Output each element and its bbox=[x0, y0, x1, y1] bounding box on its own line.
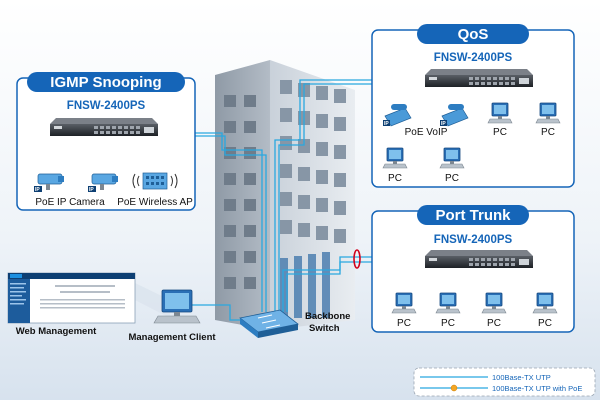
building-window bbox=[316, 226, 328, 240]
building-window bbox=[298, 195, 310, 209]
panel-qos: QoS FNSW-2400PS PoE VoIP PC PC PC PC bbox=[371, 24, 575, 188]
building-window bbox=[244, 121, 256, 133]
device-label: PC bbox=[538, 318, 552, 329]
building-window bbox=[280, 164, 292, 178]
switch-model: FNSW-2400PS bbox=[434, 52, 513, 64]
management-client-label: Management Client bbox=[128, 332, 216, 343]
panel-header bbox=[417, 205, 529, 225]
device-label: PC bbox=[487, 318, 501, 329]
building-window bbox=[244, 199, 256, 211]
building-window bbox=[244, 251, 256, 263]
network-switch-icon bbox=[425, 69, 533, 87]
building-window bbox=[334, 89, 346, 103]
web-management-label: Web Management bbox=[16, 326, 97, 337]
device-label: PC bbox=[441, 318, 455, 329]
network-switch-icon bbox=[50, 118, 158, 136]
building-window bbox=[224, 277, 236, 289]
building-window bbox=[280, 136, 292, 150]
building-window bbox=[334, 145, 346, 159]
building-window bbox=[224, 199, 236, 211]
legend-poe-dot bbox=[450, 384, 458, 392]
device-label: PC bbox=[397, 318, 411, 329]
building-window bbox=[334, 117, 346, 131]
panel-port-trunk: Port Trunk FNSW-2400PS PC PC PC PC bbox=[371, 205, 575, 333]
device-label: PC bbox=[493, 127, 507, 138]
device-label: PC bbox=[445, 173, 459, 184]
building-window bbox=[224, 95, 236, 107]
pc-icon bbox=[435, 292, 461, 314]
building-window bbox=[316, 142, 328, 156]
building-window bbox=[298, 223, 310, 237]
panel-title: IGMP Snooping bbox=[50, 74, 161, 91]
panel-title: QoS bbox=[458, 26, 489, 43]
building-window bbox=[224, 173, 236, 185]
building-window bbox=[280, 220, 292, 234]
legend: 100Base-TX UTP 100Base-TX UTP with PoE bbox=[413, 367, 596, 397]
building-window bbox=[280, 108, 292, 122]
switch-model: FNSW-2400PS bbox=[434, 234, 513, 246]
building-window bbox=[298, 167, 310, 181]
web-management-screen bbox=[7, 272, 170, 324]
panel-header bbox=[27, 72, 185, 92]
building-icon bbox=[215, 60, 355, 330]
pc-icon bbox=[382, 147, 408, 169]
backbone-switch-label: Switch bbox=[309, 323, 340, 334]
pc-icon bbox=[481, 292, 507, 314]
device-label: PoE IP Camera bbox=[35, 197, 105, 208]
trunk-ring-icon bbox=[353, 249, 361, 269]
building-window bbox=[334, 173, 346, 187]
building-window bbox=[280, 192, 292, 206]
panel-title: Port Trunk bbox=[435, 207, 511, 224]
pc-icon bbox=[439, 147, 465, 169]
building-window bbox=[298, 139, 310, 153]
building-window bbox=[244, 147, 256, 159]
switch-model: FNSW-2400PS bbox=[67, 100, 146, 112]
building-window bbox=[316, 114, 328, 128]
panel-header bbox=[417, 24, 529, 44]
backbone-switch-label: Backbone bbox=[305, 311, 350, 322]
building-window bbox=[224, 225, 236, 237]
building-window bbox=[334, 201, 346, 215]
building-window bbox=[224, 147, 236, 159]
building-window bbox=[244, 277, 256, 289]
wireless-ap-icon bbox=[132, 172, 178, 190]
building-window bbox=[224, 121, 236, 133]
building-window bbox=[334, 229, 346, 243]
building-window bbox=[244, 173, 256, 185]
building-window bbox=[244, 225, 256, 237]
device-label: PoE VoIP bbox=[405, 127, 448, 138]
pc-icon bbox=[487, 102, 513, 124]
legend-utp-label: 100Base-TX UTP bbox=[492, 373, 551, 382]
building-window bbox=[316, 198, 328, 212]
pc-icon bbox=[153, 289, 201, 324]
network-switch-icon bbox=[425, 250, 533, 268]
device-label: PC bbox=[541, 127, 555, 138]
backbone-switch-icon bbox=[239, 309, 299, 338]
device-label: PC bbox=[388, 173, 402, 184]
building-window bbox=[224, 251, 236, 263]
building-window bbox=[316, 170, 328, 184]
building-window bbox=[316, 86, 328, 100]
panel-igmp-snooping: IGMP Snooping FNSW-2400PS PoE IP Camera … bbox=[16, 72, 196, 211]
device-label: PoE Wireless AP bbox=[117, 197, 193, 208]
pc-icon bbox=[391, 292, 417, 314]
building-window bbox=[280, 80, 292, 94]
legend-utp-poe-label: 100Base-TX UTP with PoE bbox=[492, 384, 582, 393]
building-window bbox=[244, 95, 256, 107]
